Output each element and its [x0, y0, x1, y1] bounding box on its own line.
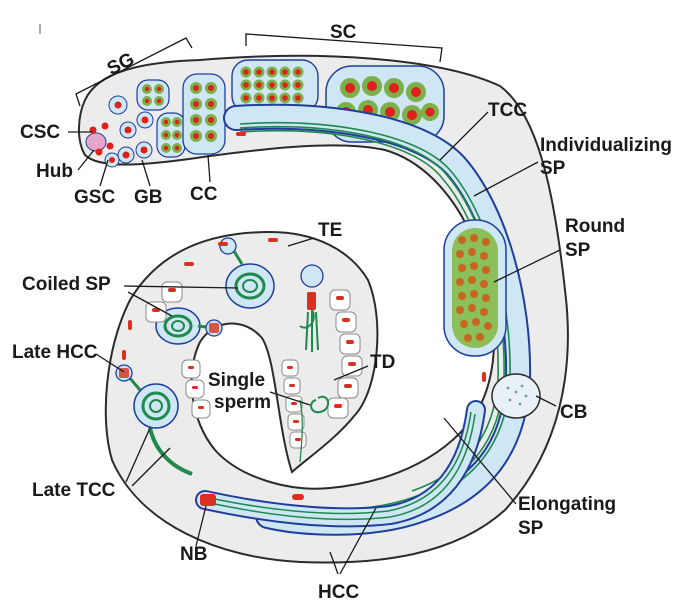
label-tcc: TCC	[488, 100, 527, 121]
label-elongating-sp: SP	[518, 518, 544, 539]
cc-cyst	[182, 73, 226, 155]
label-te: TE	[318, 220, 342, 241]
label-individualizing: Individualizing	[540, 135, 672, 156]
label-elongating: Elongating	[518, 494, 616, 515]
label-cb: CB	[560, 402, 587, 423]
label-round-sp: SP	[565, 240, 591, 261]
label-gsc: GSC	[74, 187, 115, 208]
label-hub: Hub	[36, 161, 73, 182]
label-sperm: sperm	[214, 392, 271, 413]
elongating-cyst-2	[195, 400, 486, 528]
sc-cyst-early	[231, 59, 319, 113]
label-gb: GB	[134, 187, 163, 208]
round-sp-cyst	[443, 219, 507, 357]
coiled-sp-cysts	[115, 237, 324, 476]
label-sc: SC	[330, 22, 357, 43]
sg-bracket	[75, 37, 193, 107]
apical-tip	[85, 95, 154, 168]
label-nb: NB	[180, 544, 207, 565]
sc-cyst-mature	[325, 65, 445, 143]
label-single: Single	[208, 370, 265, 391]
sheath-nuclei	[122, 132, 486, 500]
label-late-tcc: Late TCC	[32, 480, 116, 501]
label-coiled-sp: Coiled SP	[22, 274, 111, 295]
label-hcc: HCC	[318, 582, 359, 603]
label-round: Round	[565, 216, 625, 237]
terminal-epithelium	[145, 281, 363, 463]
label-cc: CC	[190, 184, 218, 205]
cb-bulge	[491, 373, 541, 419]
label-individualizing-sp: SP	[540, 158, 566, 179]
leader-lines	[68, 111, 561, 575]
sc-bracket	[245, 33, 443, 63]
label-csc: CSC	[20, 122, 60, 143]
label-td: TD	[370, 352, 395, 373]
label-late-hcc: Late HCC	[12, 342, 98, 363]
